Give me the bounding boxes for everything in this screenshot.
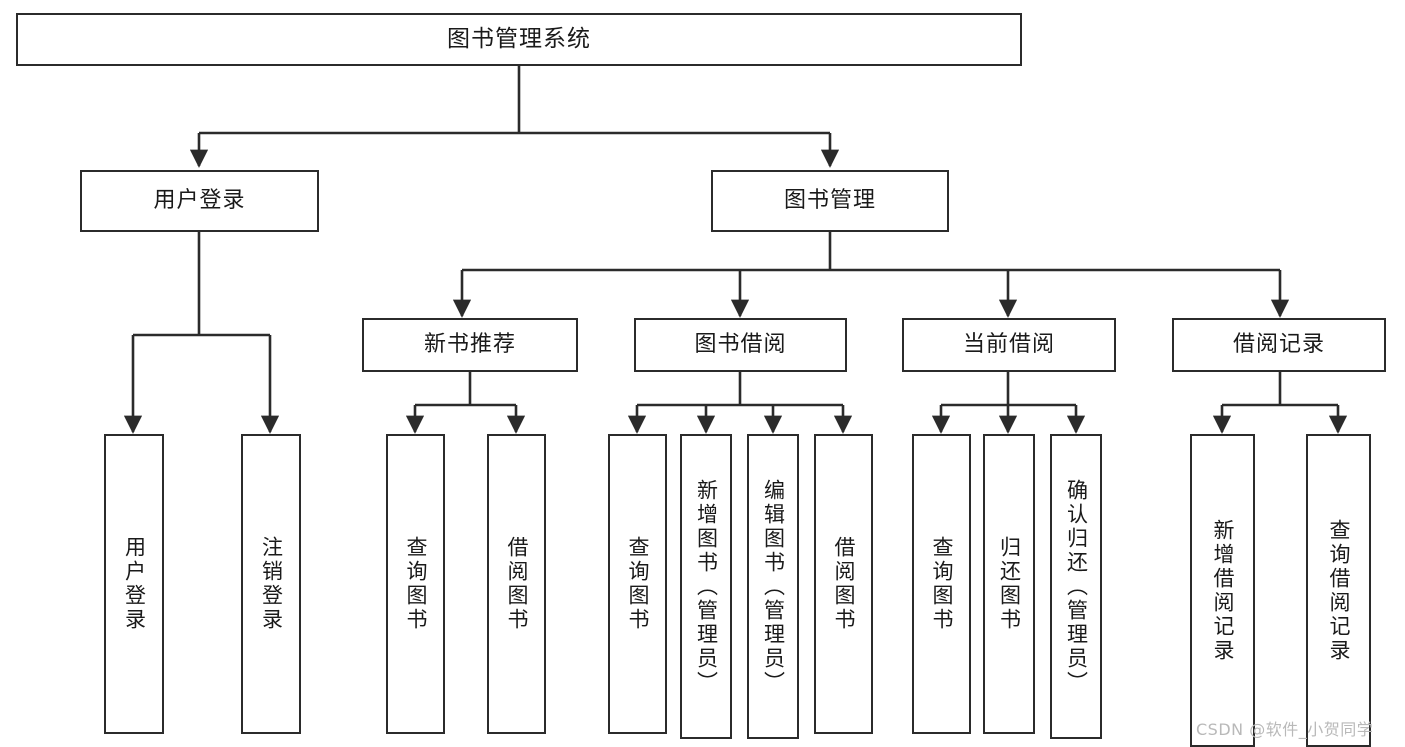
leaf-label: 归还图书 [997,536,1022,632]
leaf-label: 借阅图书 [832,536,857,632]
leaf-new-book-query[interactable]: 查询图书 [386,434,445,734]
leaf-borrow-query-book[interactable]: 查询图书 [608,434,667,734]
node-book-borrow-label: 图书借阅 [694,332,787,358]
node-root-label: 图书管理系统 [447,25,591,52]
node-root[interactable]: 图书管理系统 [16,13,1022,66]
node-book-management-label: 图书管理 [783,188,876,214]
leaf-label: 用户登录 [122,536,147,632]
leaf-borrow-add-book-admin[interactable]: 新增图书（管理员） [680,434,732,739]
leaf-label: 编辑图书（管理员） [761,478,786,695]
leaf-new-book-borrow[interactable]: 借阅图书 [487,434,546,734]
leaf-record-query-record[interactable]: 查询借阅记录 [1306,434,1371,747]
leaf-label: 查询图书 [404,536,429,632]
node-current-borrow-label: 当前借阅 [962,332,1055,358]
node-user-login-label: 用户登录 [153,188,246,214]
leaf-label: 新增借阅记录 [1211,518,1236,663]
leaf-label: 注销登录 [259,536,284,632]
leaf-current-query-book[interactable]: 查询图书 [912,434,971,734]
leaf-user-login-login[interactable]: 用户登录 [104,434,164,734]
node-book-borrow[interactable]: 图书借阅 [634,318,847,372]
leaf-label: 查询借阅记录 [1327,518,1352,663]
node-borrow-record[interactable]: 借阅记录 [1172,318,1386,372]
leaf-label: 查询图书 [930,536,955,632]
leaf-borrow-borrow-book[interactable]: 借阅图书 [814,434,873,734]
node-new-book-recommend-label: 新书推荐 [423,332,516,358]
node-borrow-record-label: 借阅记录 [1232,332,1325,358]
leaf-label: 查询图书 [626,536,651,632]
leaf-label: 确认归还（管理员） [1064,478,1089,695]
leaf-record-add-record[interactable]: 新增借阅记录 [1190,434,1255,747]
leaf-current-return-book[interactable]: 归还图书 [983,434,1035,734]
node-book-management[interactable]: 图书管理 [711,170,949,232]
node-current-borrow[interactable]: 当前借阅 [902,318,1116,372]
leaf-label: 借阅图书 [505,536,530,632]
leaf-label: 新增图书（管理员） [694,478,719,695]
leaf-borrow-edit-book-admin[interactable]: 编辑图书（管理员） [747,434,799,739]
leaf-user-login-logout[interactable]: 注销登录 [241,434,301,734]
csdn-watermark: CSDN @软件_小贺同学 [1196,720,1374,739]
leaf-current-confirm-return-admin[interactable]: 确认归还（管理员） [1050,434,1102,739]
node-new-book-recommend[interactable]: 新书推荐 [362,318,578,372]
node-user-login[interactable]: 用户登录 [80,170,319,232]
